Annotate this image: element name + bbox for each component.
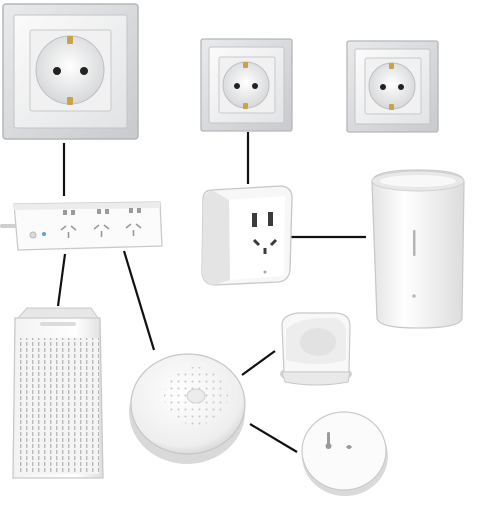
wall-socket-small bbox=[346, 40, 439, 133]
wall-socket-large bbox=[2, 3, 139, 140]
humidifier bbox=[371, 169, 465, 329]
connection-strip-to-hub bbox=[122, 250, 156, 351]
connection-strip-to-purifier bbox=[56, 253, 67, 307]
connection-lines bbox=[56, 132, 366, 453]
gateway-hub bbox=[129, 353, 246, 464]
air-purifier bbox=[12, 307, 104, 479]
motion-sensor bbox=[280, 312, 352, 386]
wall-socket-medium bbox=[200, 38, 293, 132]
smart-plug bbox=[201, 185, 293, 286]
connection-hub-to-motion-sensor bbox=[241, 350, 276, 376]
temperature-sensor bbox=[301, 411, 388, 496]
power-strip bbox=[0, 201, 163, 251]
connection-hub-to-temp-sensor bbox=[249, 423, 298, 453]
